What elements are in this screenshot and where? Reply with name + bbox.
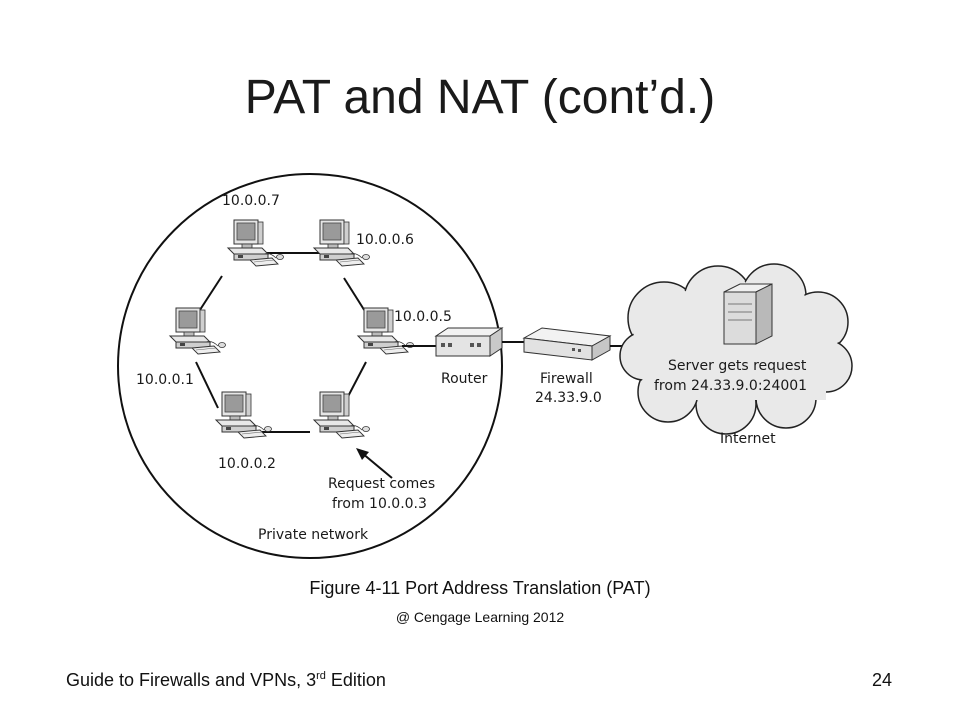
page-number: 24 (872, 670, 893, 690)
footer-book-title: Guide to Firewalls and VPNs, 3rd Edition (66, 670, 386, 691)
slide-title: PAT and NAT (cont’d.) (244, 71, 716, 124)
internet-label: Internet (720, 431, 776, 447)
image-credit: @ Cengage Learning 2012 (395, 609, 565, 625)
computer-icon-10-0-0-1 (169, 307, 226, 355)
server-label-line2: from 24.33.9.0:24001 (654, 378, 807, 394)
firewall-ip-label: 24.33.9.0 (535, 390, 602, 406)
private-network-label: Private network (258, 527, 369, 543)
firewall-label: Firewall (540, 371, 593, 387)
host-label-10-0-0-6: 10.0.0.6 (356, 232, 414, 248)
host-label-10-0-0-1: 10.0.0.1 (136, 372, 194, 388)
router-label: Router (441, 371, 488, 387)
figure-caption: Figure 4-11 Port Address Translation (PA… (309, 578, 651, 598)
host-label-10-0-0-2: 10.0.0.2 (218, 456, 276, 472)
firewall-icon (522, 327, 612, 361)
footer-title-suffix: Edition (325, 670, 386, 690)
host-label-10-0-0-5: 10.0.0.5 (394, 309, 452, 325)
computer-icon-10-0-0-7 (227, 219, 284, 267)
request-label-line1: Request comes (328, 476, 435, 492)
request-label-line2: from 10.0.0.3 (332, 496, 427, 512)
computer-icon-10-0-0-3 (313, 391, 370, 439)
footer-title-text: Guide to Firewalls and VPNs, 3 (66, 670, 317, 690)
host-label-10-0-0-7: 10.0.0.7 (222, 193, 280, 209)
private-network-boundary (117, 173, 503, 559)
footer-title-superscript: rd (316, 670, 326, 682)
server-icon (723, 283, 773, 345)
router-icon (434, 327, 504, 357)
request-arrow (356, 448, 393, 479)
server-label-line1: Server gets request (668, 358, 807, 374)
